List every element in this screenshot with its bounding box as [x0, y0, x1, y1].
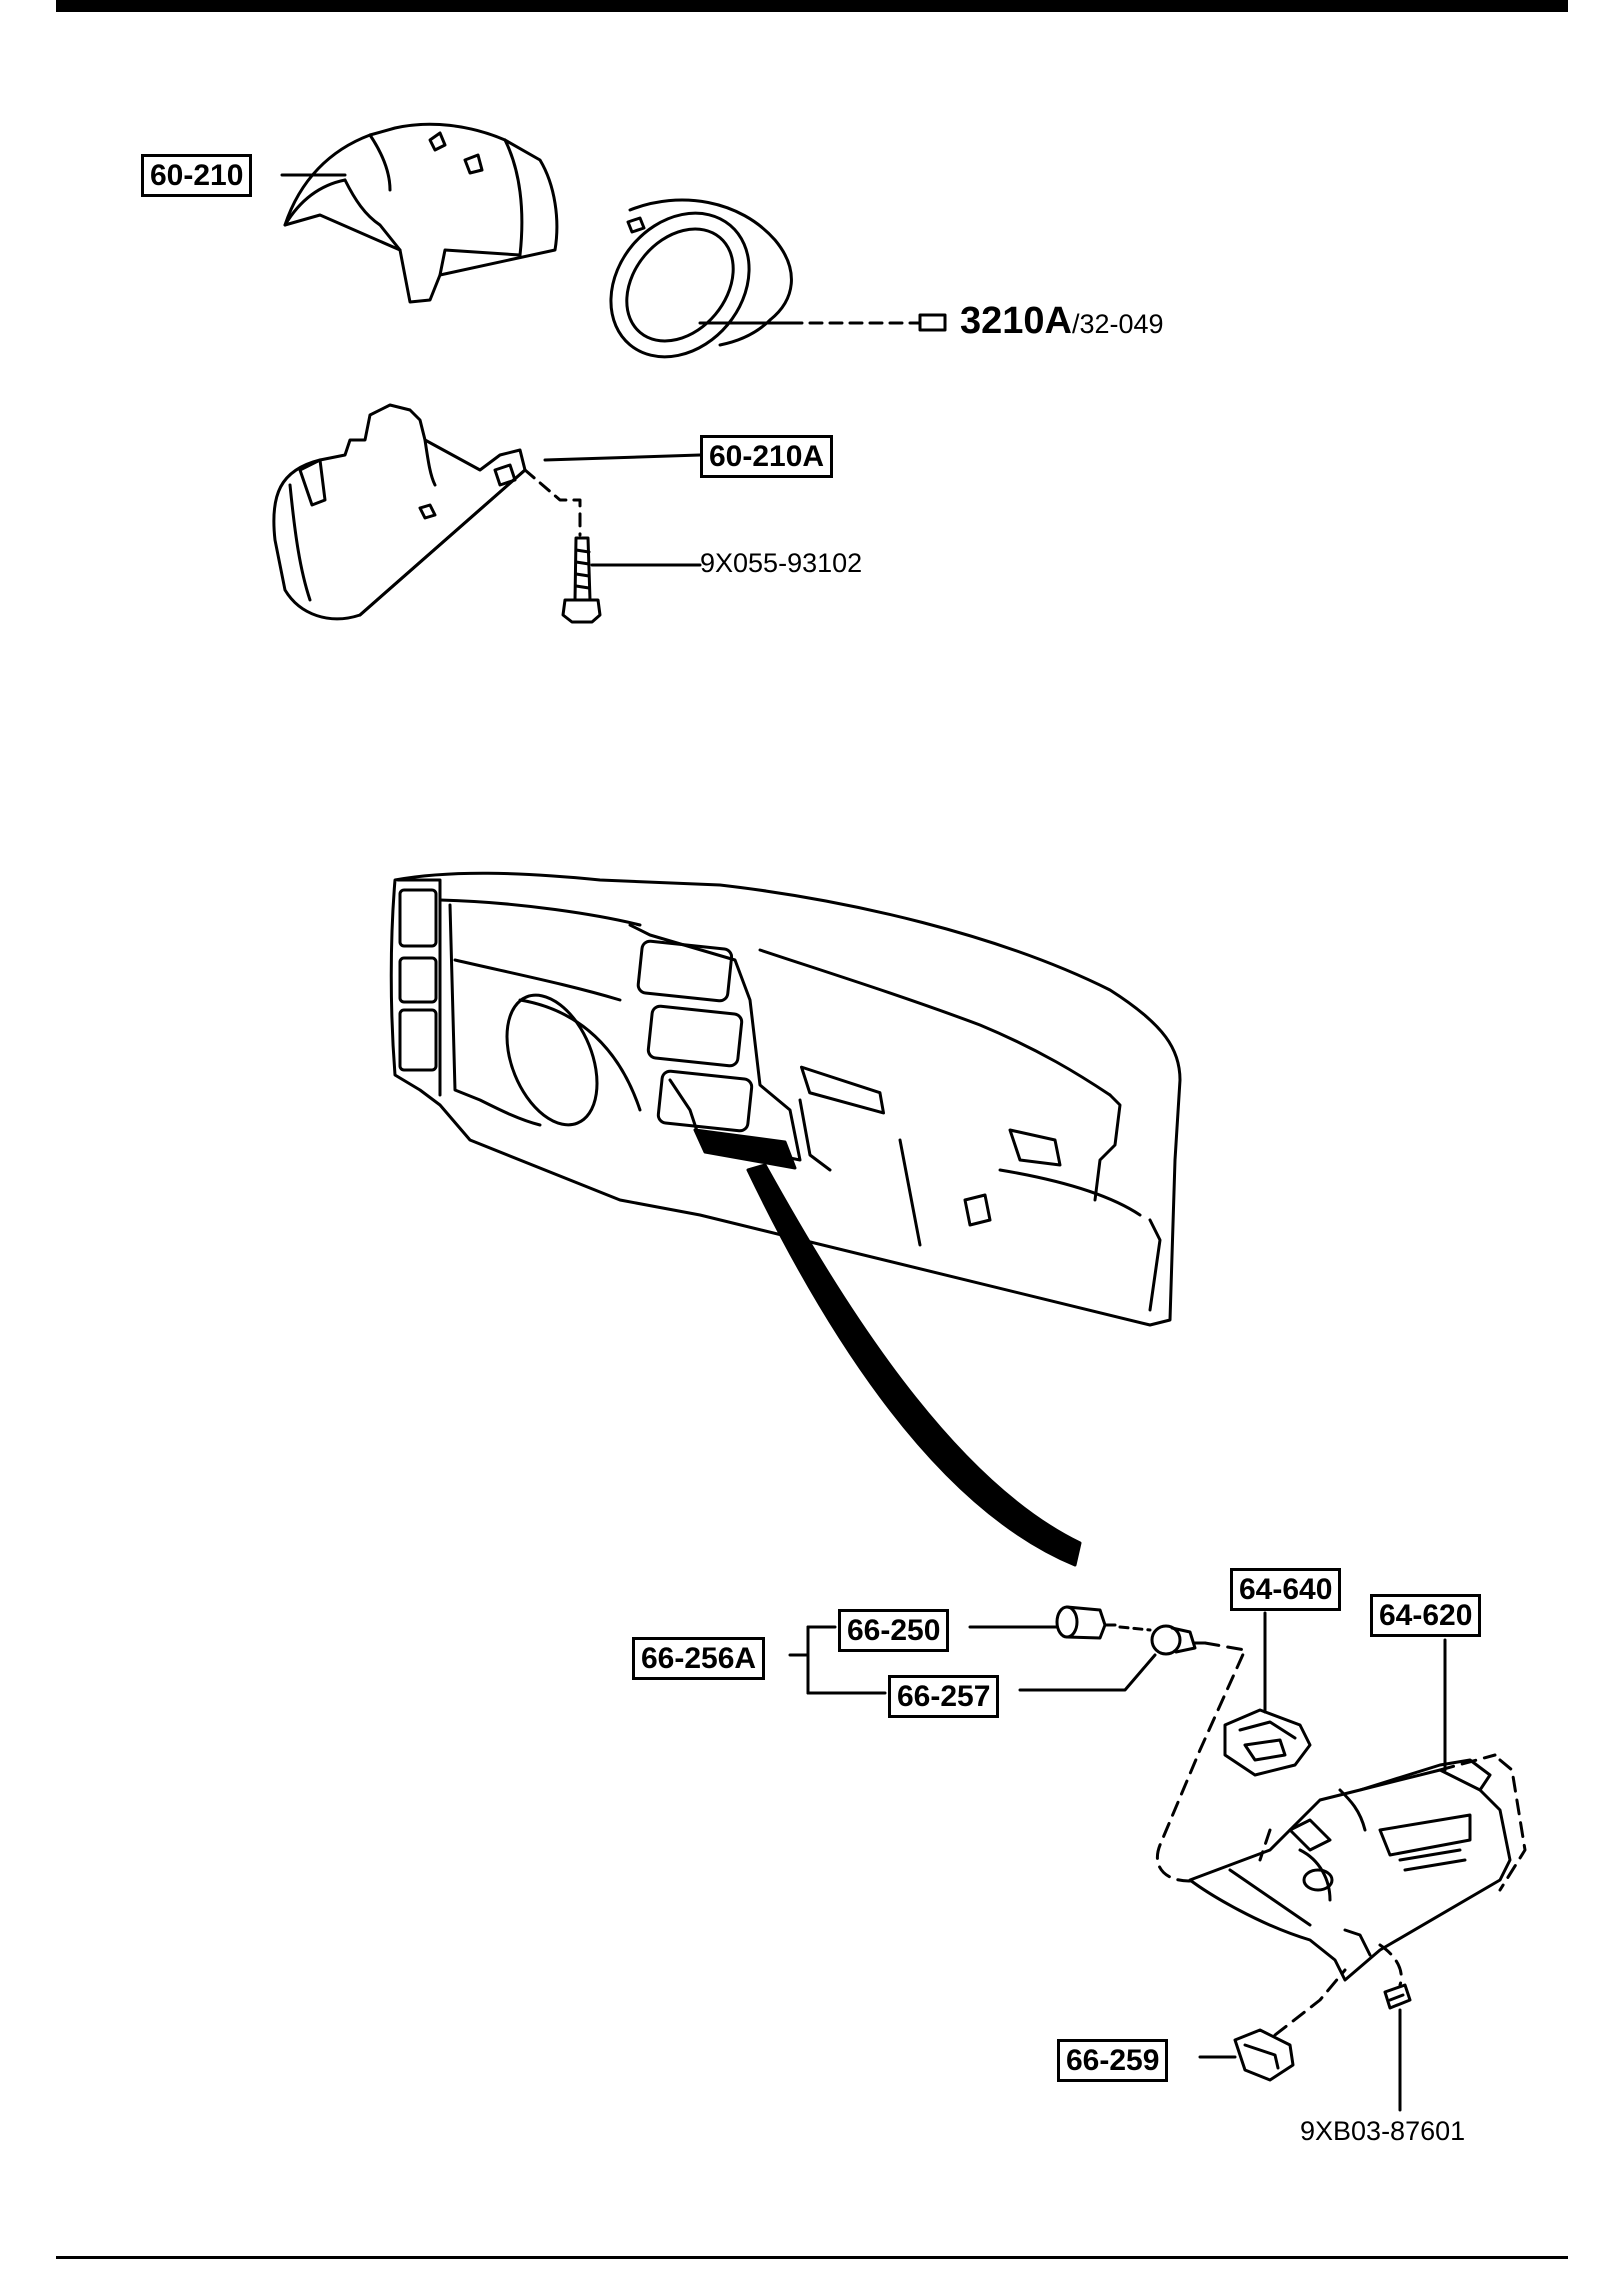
- column-ring-drawing: [609, 198, 793, 359]
- dashboard-drawing: [389, 871, 1182, 1327]
- lower-column-cover-drawing: [272, 403, 527, 621]
- callout-60-210[interactable]: 60-210: [141, 154, 253, 197]
- lock-cylinder-drawing: [1055, 1605, 1117, 1640]
- detail-pointer: [746, 1163, 1082, 1567]
- glove-box-latch-drawing: [1233, 2028, 1295, 2082]
- callout-66-257[interactable]: 66-257: [888, 1675, 1000, 1718]
- lock-striker-drawing: [1150, 1624, 1207, 1656]
- callout-64-620[interactable]: 64-620: [1370, 1594, 1482, 1637]
- leader-lines: [280, 173, 1527, 2112]
- reference-main: 3210A: [960, 300, 1072, 342]
- glove-box-screw-drawing: [1383, 1983, 1412, 2010]
- callout-66-259[interactable]: 66-259: [1057, 2039, 1169, 2082]
- callout-66-250[interactable]: 66-250: [838, 1609, 950, 1652]
- callout-9x055-93102[interactable]: 9X055-93102: [700, 548, 863, 578]
- glove-box-stopper-drawing: [1223, 1708, 1312, 1777]
- upper-column-cover-drawing: [283, 122, 559, 304]
- reference-3210a[interactable]: 3210A/32-049: [960, 302, 1164, 340]
- top-border-bar: [56, 0, 1568, 12]
- reference-sub: /32-049: [1071, 309, 1164, 339]
- bolt-drawing: [561, 536, 602, 624]
- callout-9xb03-87601[interactable]: 9XB03-87601: [1300, 2116, 1466, 2146]
- callout-66-256a[interactable]: 66-256A: [632, 1637, 766, 1680]
- glove-box-drawing: [1188, 1758, 1512, 1982]
- callout-60-210a[interactable]: 60-210A: [700, 435, 834, 478]
- callout-64-640[interactable]: 64-640: [1230, 1568, 1342, 1611]
- bottom-border-line: [56, 2256, 1568, 2259]
